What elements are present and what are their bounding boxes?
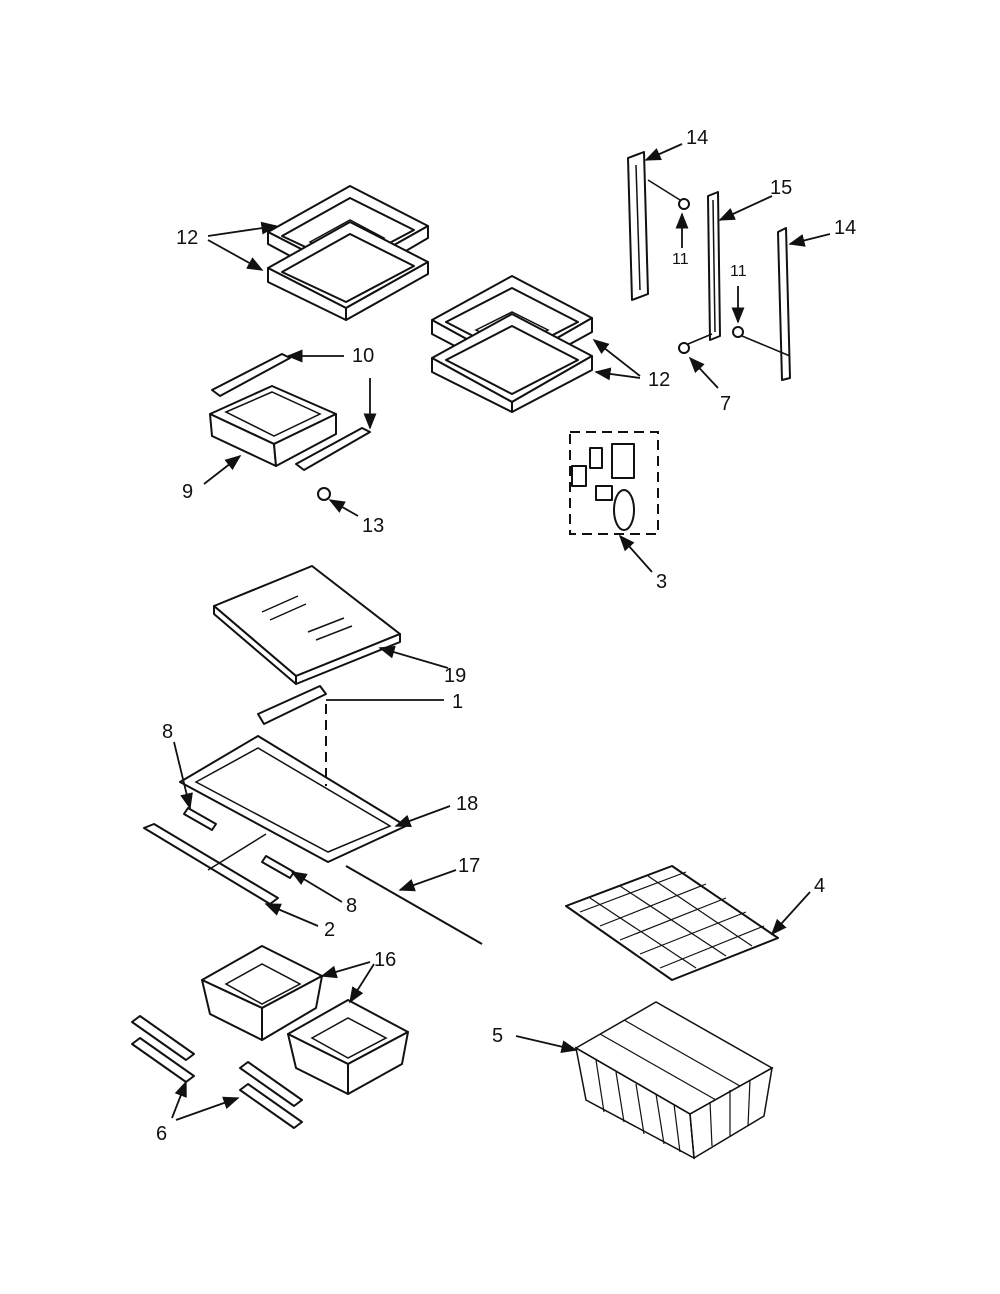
callout-18: 18 bbox=[456, 793, 478, 815]
door-shelf-lower-right bbox=[431, 313, 593, 413]
callout-8-left: 8 bbox=[162, 721, 173, 743]
screws bbox=[647, 179, 791, 357]
leader-lines bbox=[171, 143, 831, 1121]
small-drawer bbox=[209, 385, 337, 467]
crisper-bin-right bbox=[287, 999, 409, 1095]
shelf-rear-trim bbox=[207, 833, 483, 945]
callout-6: 6 bbox=[156, 1123, 167, 1145]
callout-19: 19 bbox=[444, 665, 466, 687]
callout-1: 1 bbox=[452, 691, 463, 713]
shelf-frame bbox=[179, 704, 407, 863]
shelf-rail-center bbox=[707, 191, 721, 341]
shelf-front-trim-bottom bbox=[143, 823, 279, 905]
callout-13: 13 bbox=[362, 515, 384, 537]
callout-7: 7 bbox=[720, 393, 731, 415]
callout-11-left: 11 bbox=[672, 251, 689, 268]
wire-basket bbox=[574, 1001, 774, 1160]
bin-rail-left bbox=[131, 1015, 195, 1083]
callout-14-right: 14 bbox=[834, 217, 856, 239]
drawer-screw bbox=[317, 487, 331, 501]
callout-4: 4 bbox=[814, 875, 825, 897]
callout-9: 9 bbox=[182, 481, 193, 503]
shelf-rail-right bbox=[777, 227, 791, 381]
shelf-brackets bbox=[183, 807, 295, 879]
door-shelf-lower-left bbox=[267, 221, 429, 321]
shelf-rail-left bbox=[627, 151, 649, 301]
callout-2: 2 bbox=[324, 919, 335, 941]
bin-rail-right bbox=[239, 1061, 303, 1129]
drawer-slides bbox=[211, 353, 371, 471]
parts-kit bbox=[569, 431, 659, 535]
callout-12-left: 12 bbox=[176, 227, 198, 249]
callout-16: 16 bbox=[374, 949, 396, 971]
callout-8-right: 8 bbox=[346, 895, 357, 917]
callout-10: 10 bbox=[352, 345, 374, 367]
callout-11-right: 11 bbox=[730, 263, 747, 280]
callout-3: 3 bbox=[656, 571, 667, 593]
callout-12-right: 12 bbox=[648, 369, 670, 391]
wire-shelf bbox=[565, 865, 779, 981]
shelf-front-trim-top bbox=[257, 685, 327, 725]
callout-5: 5 bbox=[492, 1025, 503, 1047]
callout-14-top: 14 bbox=[686, 127, 708, 149]
glass-shelf bbox=[213, 565, 401, 685]
callout-17: 17 bbox=[458, 855, 480, 877]
callout-15: 15 bbox=[770, 177, 792, 199]
